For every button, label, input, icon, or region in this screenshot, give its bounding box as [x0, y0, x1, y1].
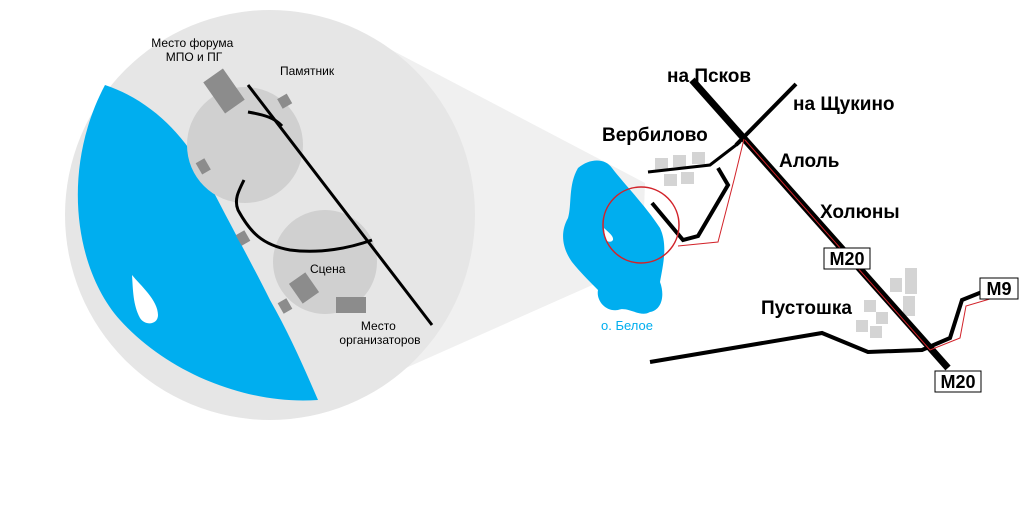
detail-inset: Место форума МПО и ПГ Памятник Сцена Мес…: [65, 10, 475, 420]
detail-main-road: [246, 84, 434, 326]
detail-lake: [77, 85, 318, 401]
overview-map: на Псков на Щукино Вербилово Алоль Холюн…: [563, 66, 1019, 393]
m20-badge-upper: М20: [823, 247, 871, 270]
m20-badge-lower: М20: [934, 370, 982, 393]
to-pskov-label: на Псков: [667, 66, 751, 87]
shore-building-2: [235, 230, 251, 246]
svg-text:М9: М9: [986, 279, 1011, 299]
monument-marker: [277, 93, 293, 109]
lake-access-road: [650, 166, 731, 243]
m20-road: [689, 77, 951, 371]
overview-lake: [563, 160, 665, 314]
overview-island: [604, 228, 614, 242]
shchukino-road: [734, 82, 798, 147]
pustoshka-label: Пустошка: [761, 298, 852, 319]
alol-label: Алоль: [779, 151, 839, 172]
stage-label: Сцена: [310, 262, 346, 276]
pustoshka-blocks: [856, 268, 917, 338]
zoom-circle: [602, 186, 680, 264]
route-line: [677, 138, 745, 247]
organizers-site-label: Место организаторов: [339, 319, 420, 347]
southern-road: [649, 290, 983, 364]
route-line-m20: [744, 139, 1001, 351]
svg-text:М20: М20: [829, 249, 864, 269]
verbilovo-label: Вербилово: [602, 125, 708, 146]
svg-text:М20: М20: [940, 372, 975, 392]
monument-label: Памятник: [280, 64, 335, 78]
forum-zone: [187, 87, 303, 203]
lake-beloe-label: о. Белое: [601, 318, 653, 333]
forum-building: [203, 68, 245, 114]
verbilovo-road: [647, 140, 741, 174]
kholyuny-label: Холюны: [820, 202, 900, 223]
detail-path-upper: [247, 110, 284, 128]
shore-building-1: [195, 158, 211, 175]
verbilovo-blocks: [655, 152, 705, 186]
stage-building: [288, 272, 320, 304]
organizers-building: [336, 297, 366, 313]
shore-building-3: [277, 298, 293, 314]
forum-site-label: Место форума МПО и ПГ: [151, 36, 236, 64]
detail-path-lower: [234, 179, 373, 253]
to-shchukino-label: на Щукино: [793, 94, 895, 115]
detail-island: [132, 275, 158, 324]
m9-badge: М9: [979, 277, 1019, 300]
